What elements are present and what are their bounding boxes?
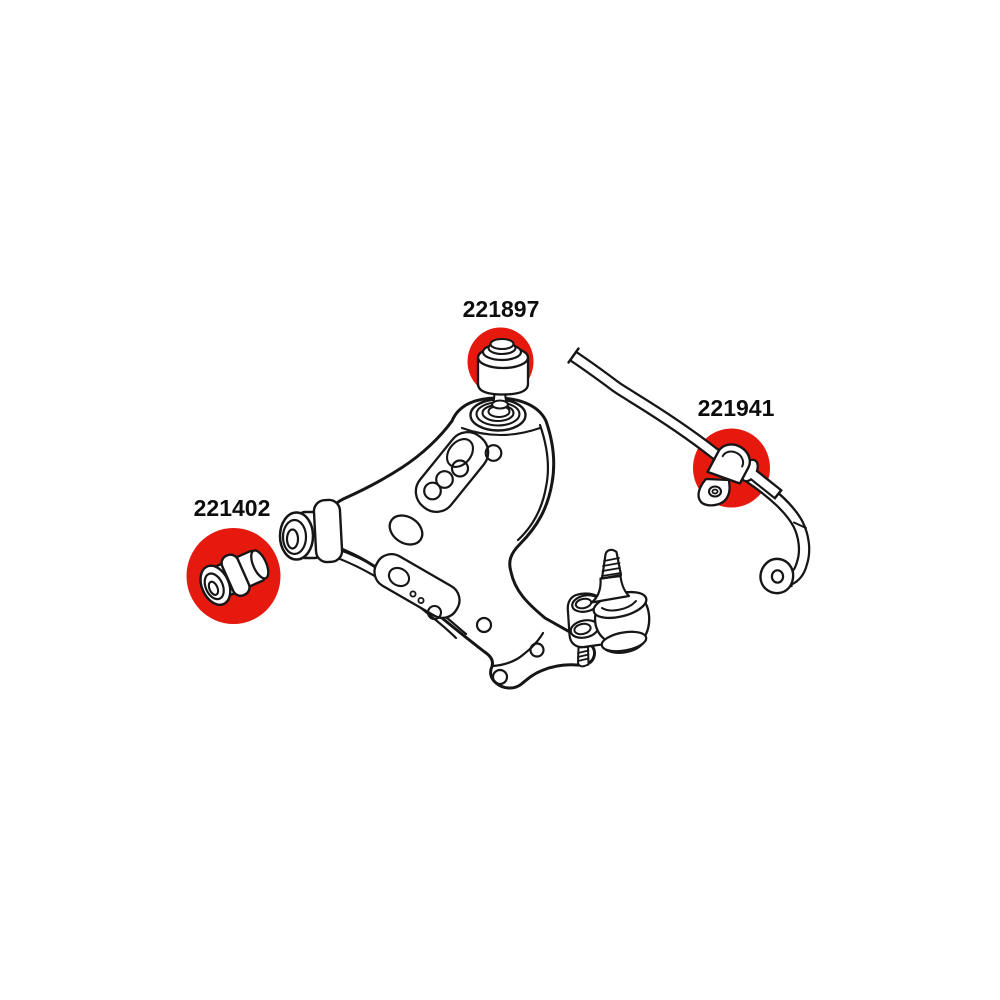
front-bushing-right-cap: [250, 549, 270, 580]
ball-joint-stud-threads: [601, 557, 622, 577]
arm-bracket-hole-2: [529, 642, 545, 658]
arm-bracket-hole-3: [491, 668, 509, 686]
ball-joint-collar-inner-arc: [601, 600, 637, 612]
sway-bar-clamp: [697, 443, 783, 507]
arm-slot-hole-3: [423, 481, 442, 501]
sway-bar-top-end-cap: [567, 347, 580, 364]
rear-bushing-part: [476, 337, 530, 396]
part-label-221941: 221941: [698, 395, 775, 421]
clamp-bolt-hole-inner: [711, 488, 719, 495]
arm-bracket-hole-1: [475, 616, 493, 634]
mount-dome: [490, 399, 510, 410]
arm-pocket-dot-1: [409, 590, 417, 598]
arm-bracket-fold-line: [491, 631, 545, 668]
front-bushing-face-ring: [203, 572, 225, 601]
ball-joint-cone: [590, 574, 631, 604]
front-bushing-face-hole: [207, 580, 220, 596]
barrel-face-hole: [285, 528, 300, 550]
arm-pocket-dot-2: [417, 597, 425, 605]
arm-boss-lower-arc: [460, 426, 542, 437]
rear-bushing-ring-top: [489, 337, 515, 351]
clamp-saddle-inner-arc: [721, 450, 745, 468]
sway-bar-bend-crease: [793, 521, 807, 529]
sway-bar-eyelet-hole: [770, 569, 785, 584]
ball-joint-bolt-2-inner: [573, 622, 592, 636]
clamp-bolt-hole: [707, 485, 723, 498]
part-labels: 221897 221941 221402: [194, 296, 775, 521]
arm-slot-hole-2: [435, 470, 454, 489]
arm-slot-hole-1: [450, 459, 470, 478]
arm-mid-oval-hole: [388, 514, 424, 546]
ball-joint-drawing: [566, 548, 651, 668]
arm-right-ridge-line: [516, 423, 550, 542]
sway-bar-exit-fill: [747, 468, 780, 497]
arm-front-bushing-barrel: [278, 498, 344, 564]
arm-hole-below-mount: [484, 444, 503, 462]
control-arm-drawing: [278, 392, 597, 690]
arm-pocket-hole-large: [387, 566, 411, 588]
part-label-221897: 221897: [463, 296, 540, 322]
barrel-band: [312, 498, 344, 564]
arm-slot-inner-oval: [445, 438, 475, 468]
arm-lower-pocket: [373, 552, 461, 620]
arm-rear-mount: [469, 392, 527, 432]
ball-joint-lower-bolt-threads: [577, 649, 590, 662]
front-bushing-part: [199, 549, 270, 606]
ball-joint-base: [600, 630, 648, 653]
part-label-221402: 221402: [194, 495, 271, 521]
sway-bar-drawing: [567, 347, 811, 595]
sway-bar-tube-fill: [570, 352, 809, 584]
arm-pocket-hole-small: [426, 604, 443, 621]
ball-joint-base-arc: [604, 642, 644, 654]
barrel-face-ring: [281, 518, 308, 556]
